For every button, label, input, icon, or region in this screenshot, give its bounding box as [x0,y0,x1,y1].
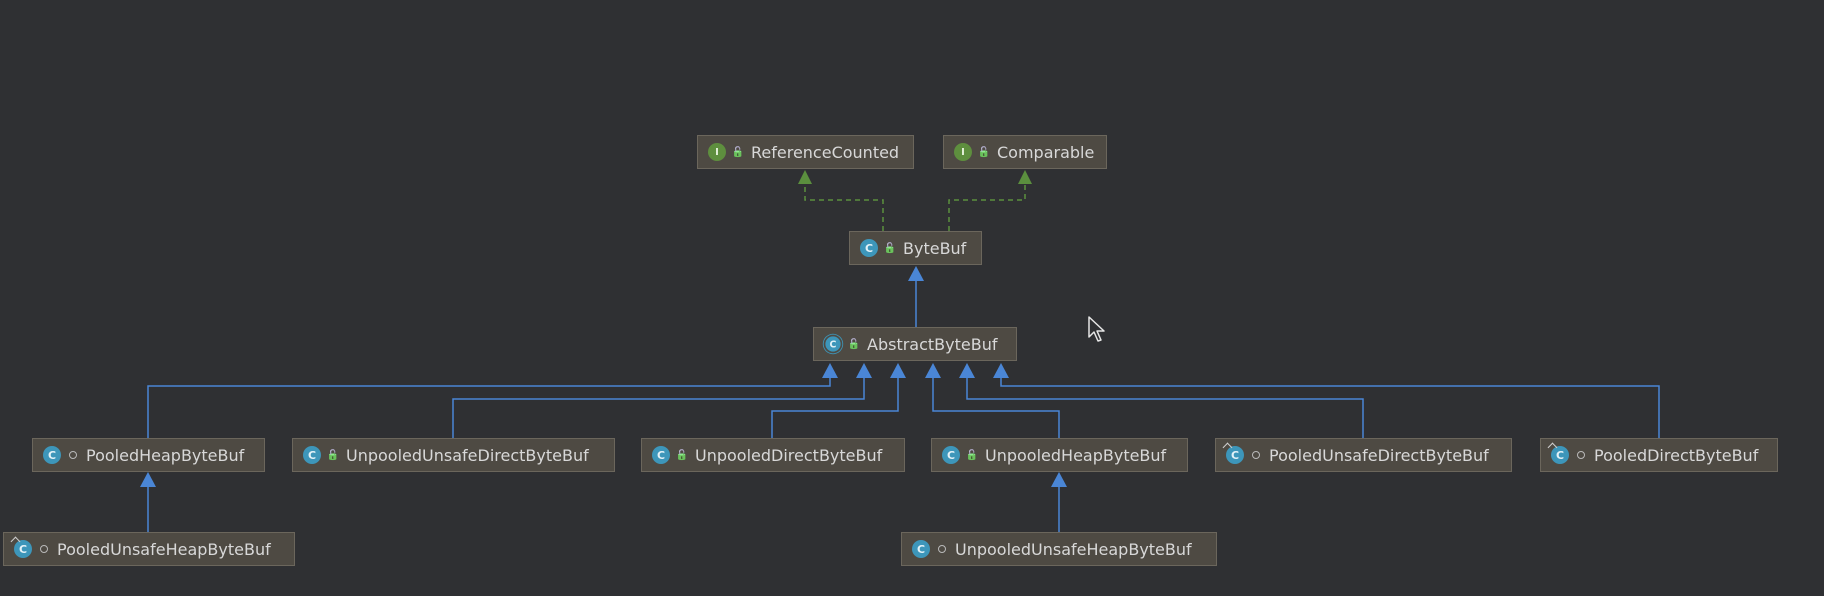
edge-unpooleddirect-abstract [771,377,899,438]
public-lock-icon [965,450,979,461]
class-icon: C [43,446,61,464]
package-private-icon [1249,451,1263,459]
arrowhead-abstract-1 [822,363,838,378]
node-label: PooledHeapByteBuf [86,445,245,465]
node-label: UnpooledHeapByteBuf [985,445,1167,465]
node-unpooled-heap-byte-buf[interactable]: C UnpooledHeapByteBuf [931,438,1188,472]
package-private-icon [1574,451,1588,459]
node-pooled-unsafe-heap-byte-buf[interactable]: C PooledUnsafeHeapByteBuf [3,532,295,566]
interface-icon: I [708,143,726,161]
node-unpooled-unsafe-heap-byte-buf[interactable]: C UnpooledUnsafeHeapByteBuf [901,532,1217,566]
package-private-icon [935,545,949,553]
arrowhead-bytebuf [908,266,924,281]
arrowhead-abstract-4 [925,363,941,378]
node-reference-counted[interactable]: I ReferenceCounted [697,135,914,169]
edge-pooleddirect-abstract [1000,377,1660,438]
class-icon: C [860,239,878,257]
package-private-icon [37,545,51,553]
class-icon: C [303,446,321,464]
public-lock-icon [731,147,745,158]
node-label: UnpooledDirectByteBuf [695,445,883,465]
arrowhead-abstract-3 [890,363,906,378]
node-label: UnpooledUnsafeDirectByteBuf [346,445,589,465]
node-label: AbstractByteBuf [867,334,998,354]
edge-unpooledheap-abstract [932,377,1060,438]
node-pooled-unsafe-direct-byte-buf[interactable]: C PooledUnsafeDirectByteBuf [1215,438,1512,472]
edge-bytebuf-comparable [948,183,1026,231]
node-label: ByteBuf [903,238,967,258]
node-pooled-heap-byte-buf[interactable]: C PooledHeapByteBuf [32,438,265,472]
final-class-icon: C [1551,446,1569,464]
public-lock-icon [883,243,897,254]
class-icon: C [912,540,930,558]
package-private-icon [66,451,80,459]
final-class-icon: C [14,540,32,558]
class-icon: C [942,446,960,464]
abstract-class-icon: C [825,336,841,352]
arrowhead-pooledheap [140,472,156,487]
node-label: UnpooledUnsafeHeapByteBuf [955,539,1192,559]
node-label: PooledUnsafeDirectByteBuf [1269,445,1489,465]
arrowhead-comparable [1018,170,1032,184]
edge-bytebuf-referencecounted [804,183,884,231]
node-label: PooledUnsafeHeapByteBuf [57,539,271,559]
public-lock-icon [326,450,340,461]
node-pooled-direct-byte-buf[interactable]: C PooledDirectByteBuf [1540,438,1778,472]
class-icon: C [652,446,670,464]
node-abstract-byte-buf[interactable]: C AbstractByteBuf [813,327,1017,361]
edge-pooledunsafedirect-abstract [966,377,1364,438]
arrowhead-abstract-2 [856,363,872,378]
mouse-cursor-icon [1088,316,1105,342]
edge-unpooledunsafedirect-abstract [452,377,865,438]
edge-pooledheap-abstract [147,377,831,438]
arrowhead-referencecounted [798,170,812,184]
arrowhead-unpooledheap [1051,472,1067,487]
interface-icon: I [954,143,972,161]
public-lock-icon [675,450,689,461]
arrowhead-abstract-5 [959,363,975,378]
node-label: PooledDirectByteBuf [1594,445,1759,465]
public-lock-icon [977,147,991,158]
public-lock-icon [847,339,861,350]
node-label: ReferenceCounted [751,142,900,162]
node-unpooled-unsafe-direct-byte-buf[interactable]: C UnpooledUnsafeDirectByteBuf [292,438,615,472]
arrowhead-abstract-6 [993,363,1009,378]
node-unpooled-direct-byte-buf[interactable]: C UnpooledDirectByteBuf [641,438,905,472]
node-comparable[interactable]: I Comparable [943,135,1107,169]
node-label: Comparable [997,142,1095,162]
final-class-icon: C [1226,446,1244,464]
node-byte-buf[interactable]: C ByteBuf [849,231,982,265]
